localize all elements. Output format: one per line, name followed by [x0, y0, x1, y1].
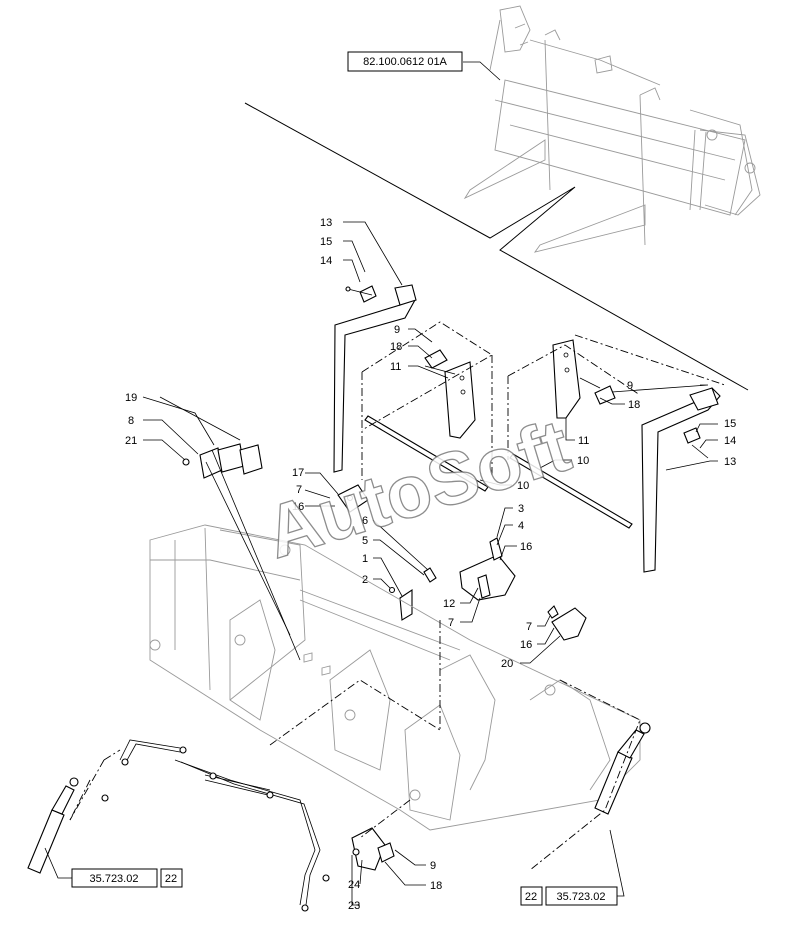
pin-and-latch — [388, 567, 437, 621]
callout-10: 10 — [517, 480, 529, 492]
callout-24: 24 — [348, 879, 360, 891]
callout-13-right: 13 — [724, 456, 736, 468]
bucket-ghost — [149, 524, 641, 831]
hydraulic-hoses — [101, 739, 330, 912]
callout-labels: 13 15 14 9 18 11 9 18 11 15 14 13 10 10 … — [125, 217, 736, 912]
rod-left — [364, 415, 489, 492]
latch-plate — [547, 605, 587, 641]
callout-7-lower: 7 — [526, 621, 532, 633]
callout-16-lower: 16 — [520, 639, 532, 651]
ref-left-num: 22 — [165, 873, 177, 885]
callout-11: 11 — [390, 361, 401, 373]
fork-attachment-ghost — [463, 5, 761, 253]
lock-block-left — [337, 484, 369, 513]
callout-12: 12 — [443, 598, 455, 610]
callout-14-right: 14 — [724, 435, 736, 447]
hydraulic-cylinder-right — [594, 722, 651, 815]
callout-18-lower: 18 — [430, 880, 442, 892]
fork-left — [333, 284, 417, 473]
callout-2: 2 — [362, 574, 368, 586]
ref-box-left[interactable]: 35.723.02 22 — [71, 868, 183, 888]
ref-top-label: 82.100.0612 01A — [363, 56, 447, 68]
callout-13: 13 — [320, 217, 332, 229]
callout-19: 19 — [125, 392, 137, 404]
wear-pads — [182, 443, 263, 479]
callout-3: 3 — [518, 503, 524, 515]
construction-lines-upper — [361, 321, 726, 480]
ref-right-num: 22 — [525, 891, 537, 903]
callout-5: 5 — [362, 535, 368, 547]
callout-23: 23 — [348, 900, 360, 912]
fork-right — [641, 387, 721, 573]
callout-1: 1 — [362, 553, 368, 565]
callout-4: 4 — [518, 520, 524, 532]
callout-18-right: 18 — [628, 399, 640, 411]
callout-15: 15 — [320, 236, 332, 248]
callout-8: 8 — [128, 415, 134, 427]
callout-9: 9 — [394, 324, 400, 336]
bracket-right — [552, 339, 616, 419]
construction-lines-lower — [69, 620, 641, 871]
ref-left-code: 35.723.02 — [90, 873, 139, 885]
lower-lock-bracket — [351, 827, 395, 871]
callout-17: 17 — [292, 467, 304, 479]
rod-right — [509, 453, 633, 529]
callout-14: 14 — [320, 255, 332, 267]
callout-7-upper: 7 — [296, 484, 302, 496]
callout-16-center: 16 — [520, 541, 532, 553]
callout-7-center: 7 — [448, 617, 454, 629]
ref-box-right[interactable]: 22 35.723.02 — [520, 886, 618, 906]
section-divider-line — [244, 102, 749, 391]
hydraulic-cylinder-left — [27, 777, 79, 874]
ref-box-top[interactable]: 82.100.0612 01A — [347, 51, 463, 72]
leader-lines — [44, 61, 718, 906]
lock-block-center — [459, 537, 516, 601]
callout-9-lower: 9 — [430, 860, 436, 872]
callout-9-right: 9 — [627, 380, 633, 392]
callout-21: 21 — [125, 435, 137, 447]
bracket-left — [424, 349, 476, 439]
callout-20: 20 — [501, 658, 513, 670]
callout-15-right: 15 — [724, 418, 736, 430]
callout-10-right: 10 — [577, 455, 589, 467]
callout-16-upper: 16 — [292, 501, 304, 513]
callout-18: 18 — [390, 341, 402, 353]
callout-11-right: 11 — [578, 435, 589, 447]
ref-right-code: 35.723.02 — [557, 891, 606, 903]
callout-6: 6 — [362, 515, 368, 527]
